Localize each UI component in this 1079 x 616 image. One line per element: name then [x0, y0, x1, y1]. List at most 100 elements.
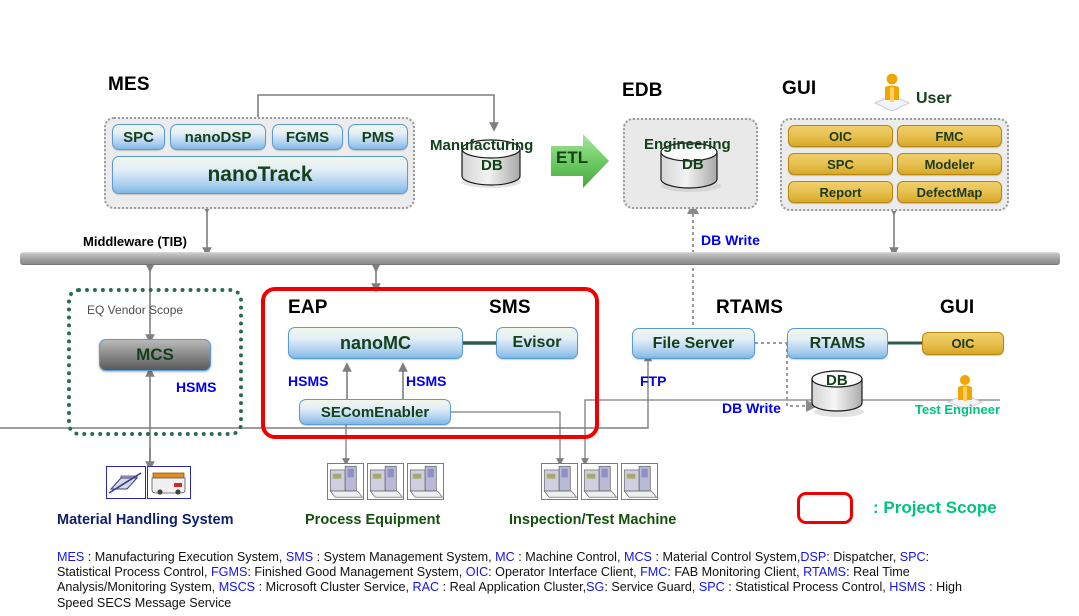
eap-hsms-left-label: HSMS — [288, 373, 329, 389]
legend-abbr: SPC — [698, 580, 725, 595]
caption-inspection-test-machine: Inspection/Test Machine — [509, 512, 677, 528]
rtams-db-cylinder — [808, 370, 868, 418]
legend-text: : Service Guard, — [604, 580, 699, 595]
gui-item-fmc[interactable]: FMC — [897, 125, 1002, 147]
rtams-gui-oic[interactable]: OIC — [922, 332, 1004, 355]
group-title-mes: MES — [108, 74, 150, 95]
legend-text: : Real Time — [846, 565, 910, 580]
group-title-eap: EAP — [288, 297, 328, 318]
inspection-machine-icon-1 — [541, 463, 578, 500]
legend-abbr: HSMS — [889, 580, 926, 595]
file-server-box[interactable]: File Server — [632, 328, 755, 359]
mes-app-fgms[interactable]: FGMS — [272, 124, 343, 150]
legend-text: : Operator Interface Client, — [488, 565, 641, 580]
inspection-machine-icon-2 — [581, 463, 618, 500]
legend-abbr: MES — [57, 550, 85, 564]
legend-line: Analysis/Monitoring System, MSCS : Micro… — [57, 580, 1069, 595]
legend-text: : Manufacturing Execution System, — [84, 550, 286, 564]
test-engineer-label: Test Engineer — [915, 402, 1001, 417]
gui-item-oic[interactable]: OIC — [788, 125, 893, 147]
gui-item-report[interactable]: Report — [788, 181, 893, 203]
legend-line: Speed SECS Message Service — [57, 596, 1069, 611]
group-title-sms: SMS — [489, 297, 531, 318]
ftp-label: FTP — [640, 373, 667, 389]
legend-text: : Material Control System, — [651, 550, 801, 564]
mcs-box[interactable]: MCS — [99, 339, 211, 371]
legend-text: : System Management System, — [313, 550, 496, 564]
eq-vendor-scope-frame — [67, 288, 243, 436]
mes-app-pms[interactable]: PMS — [348, 124, 408, 150]
abbreviation-legend: MES : Manufacturing Execution System, SM… — [57, 550, 1069, 611]
legend-abbr: FGMS — [210, 565, 248, 580]
eq-vendor-scope-label: EQ Vendor Scope — [87, 303, 184, 317]
engineering-db-label-line2: DB — [682, 156, 704, 173]
legend-text: : Real Application Cluster, — [439, 580, 587, 595]
mes-platform-nanotrack[interactable]: nanoTrack — [112, 156, 408, 194]
process-equipment-icon-2 — [367, 463, 404, 500]
rtams-box[interactable]: RTAMS — [787, 328, 888, 359]
test-engineer-icon — [943, 372, 987, 410]
legend-text: Analysis/Monitoring System, — [57, 580, 219, 595]
engineering-db-cylinder — [655, 141, 727, 193]
nanomc-box[interactable]: nanoMC — [288, 327, 463, 359]
etl-label: ETL — [556, 148, 589, 167]
project-scope-frame-eap — [261, 287, 599, 439]
legend-abbr: RAC — [412, 580, 440, 595]
legend-abbr: SMS — [285, 550, 314, 564]
gui-item-defectmap[interactable]: DefectMap — [897, 181, 1002, 203]
group-title-edb: EDB — [622, 80, 663, 101]
edb-db-write-label: DB Write — [701, 232, 760, 248]
legend-text: : Machine Control, — [514, 550, 624, 564]
legend-text: : Statistical Process Control, — [724, 580, 890, 595]
manufacturing-db-label-line1: Manufacturing — [430, 137, 534, 154]
manufacturing-db-cylinder — [457, 138, 529, 188]
middleware-label: Middleware (TIB) — [83, 234, 188, 249]
engineering-db-label-line1: Engineering — [644, 136, 731, 153]
group-title-rtams: RTAMS — [716, 297, 784, 318]
secomenabler-box[interactable]: SEComEnabler — [299, 399, 451, 425]
mes-app-spc[interactable]: SPC — [112, 124, 165, 150]
process-equipment-icon-1 — [327, 463, 364, 500]
legend-text: Statistical Process Control, — [57, 565, 211, 580]
legend-text: : High — [925, 580, 963, 595]
legend-line: Statistical Process Control, FGMS: Finis… — [57, 565, 1069, 580]
legend-text: Speed SECS Message Service — [57, 595, 232, 610]
legend-abbr: RTAMS — [803, 565, 847, 580]
project-scope-legend-text: : Project Scope — [873, 498, 997, 517]
caption-material-handling-system: Material Handling System — [57, 512, 234, 528]
project-scope-legend-swatch — [797, 492, 853, 524]
edb-panel — [623, 118, 758, 209]
etl-arrow — [549, 130, 611, 192]
legend-abbr: SPC — [899, 550, 926, 564]
gui-item-modeler[interactable]: Modeler — [897, 153, 1002, 175]
group-title-gui-bottom: GUI — [940, 297, 975, 318]
caption-process-equipment: Process Equipment — [305, 512, 441, 528]
legend-abbr: OIC — [465, 565, 489, 580]
legend-abbr: MC — [495, 550, 515, 564]
legend-text: : FAB Monitoring Client, — [667, 565, 804, 580]
manufacturing-db-label-line2: DB — [481, 157, 503, 174]
mhs-icon-1 — [106, 466, 146, 499]
user-icon — [869, 70, 915, 112]
group-title-gui-top: GUI — [782, 78, 817, 99]
legend-abbr: MSCS — [218, 580, 256, 595]
legend-text: : Microsoft Cluster Service, — [255, 580, 413, 595]
mcs-hsms-label: HSMS — [176, 379, 217, 395]
middleware-bus — [20, 252, 1060, 265]
gui-item-spc[interactable]: SPC — [788, 153, 893, 175]
mes-app-nanodsp[interactable]: nanoDSP — [170, 124, 266, 150]
legend-line: MES : Manufacturing Execution System, SM… — [57, 550, 1069, 565]
rtams-db-write-label: DB Write — [722, 400, 781, 416]
inspection-machine-icon-3 — [621, 463, 658, 500]
legend-abbr: DSP — [800, 550, 827, 564]
legend-abbr: MCS — [623, 550, 652, 564]
mhs-icon-2 — [147, 466, 191, 499]
user-label: User — [916, 90, 952, 107]
process-equipment-icon-3 — [407, 463, 444, 500]
rtams-db-label: DB — [826, 372, 848, 389]
evisor-box[interactable]: Evisor — [496, 327, 578, 359]
legend-abbr: SG — [586, 580, 605, 595]
legend-text: : — [925, 550, 930, 564]
eap-hsms-right-label: HSMS — [406, 373, 447, 389]
